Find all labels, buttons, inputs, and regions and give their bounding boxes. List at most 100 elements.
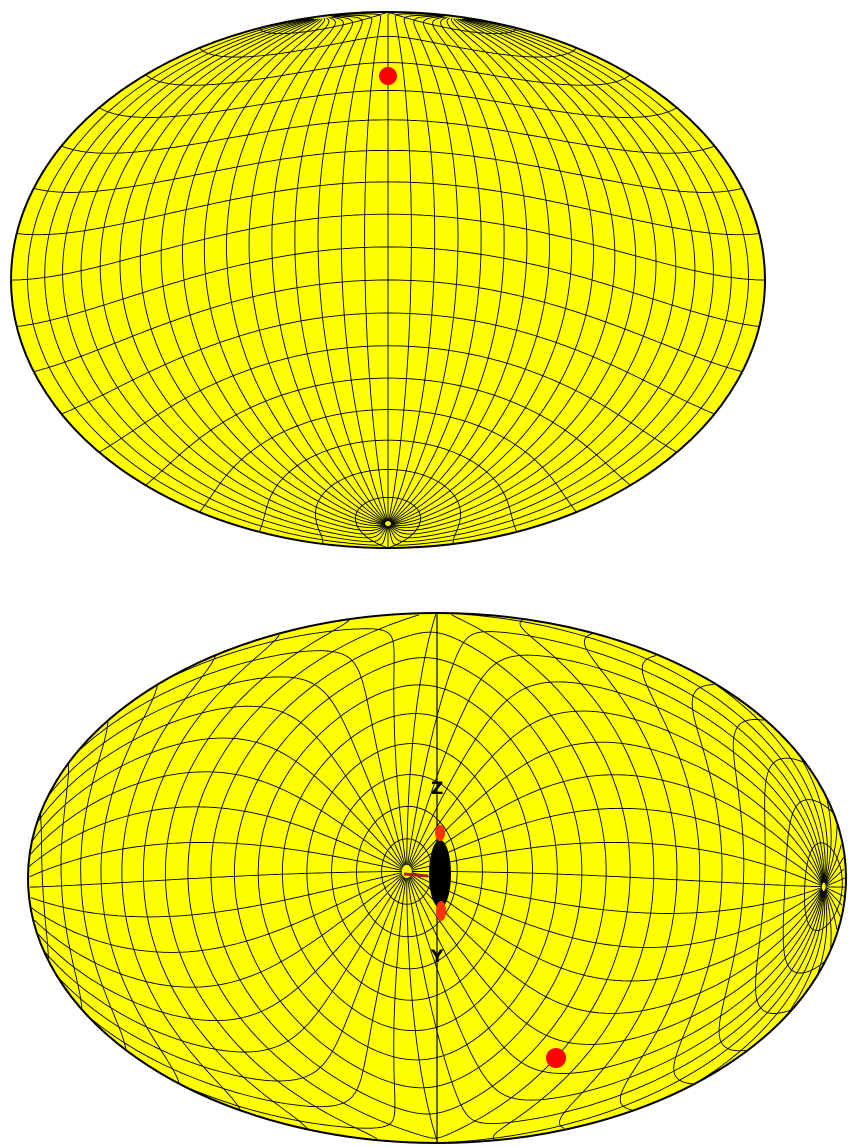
meridian-line — [411, 872, 823, 914]
meridian-line — [76, 650, 828, 883]
top-pole-marker — [379, 67, 397, 85]
red-blob-bottom — [436, 901, 446, 921]
meridian-line — [182, 877, 825, 1129]
meridian-line — [390, 18, 657, 529]
parallel-line — [61, 312, 715, 415]
top-grid — [11, 12, 765, 548]
parallel-line — [381, 838, 433, 905]
meridian-line — [30, 873, 843, 953]
meridian-line — [119, 18, 386, 529]
meridian-line — [28, 806, 845, 886]
parallel-line — [331, 774, 483, 970]
meridian-line — [406, 613, 825, 883]
meridian-line — [389, 16, 482, 522]
meridian-line — [335, 13, 388, 522]
meridian-line — [407, 877, 824, 1125]
bottom-ellipse-outline — [27, 612, 847, 1144]
meridian-line — [411, 873, 823, 948]
parallel-line — [98, 345, 678, 453]
parallel-line — [145, 377, 631, 486]
parallel-line — [164, 619, 655, 1141]
meridian-line — [58, 877, 828, 1082]
meridian-line — [317, 15, 387, 522]
parallel-line — [355, 496, 421, 548]
y-axis-label: Y — [430, 947, 444, 967]
bottom-panel: Z Y — [27, 612, 847, 1144]
parallel-line — [61, 119, 715, 154]
meridian-line — [32, 737, 842, 885]
meridian-line — [99, 18, 386, 532]
meridian-line — [411, 871, 822, 888]
parallel-line — [98, 90, 678, 118]
parallel-line — [142, 632, 678, 1130]
meridian-line — [390, 18, 594, 524]
meridian-line — [388, 14, 442, 522]
meridian-line — [410, 875, 823, 1014]
meridian-line — [410, 741, 823, 885]
meridian-line — [30, 771, 844, 885]
center-singularity: Z Y — [403, 779, 451, 967]
meridian-line — [390, 18, 573, 524]
meridian-line — [38, 705, 838, 884]
meridian-line — [409, 710, 824, 884]
meridian-line — [411, 807, 823, 886]
parallel-line — [233, 657, 583, 1089]
parallel-line — [199, 409, 577, 513]
meridian-line — [203, 18, 386, 524]
meridian-line — [390, 16, 528, 523]
meridian-line — [390, 17, 550, 524]
meridian-line — [44, 18, 388, 543]
red-blob-top — [435, 825, 445, 841]
parallel-line — [80, 719, 764, 1052]
meridian-line — [271, 16, 386, 523]
meridian-line — [388, 18, 732, 543]
meridian-line — [410, 774, 823, 885]
parallel-line — [121, 655, 701, 1111]
meridian-line — [48, 676, 832, 884]
meridian-line — [168, 628, 826, 883]
meridian-line — [408, 876, 824, 1074]
parallel-line — [60, 757, 805, 1014]
parallel-line — [210, 631, 607, 1115]
parallel-line — [804, 842, 843, 931]
meridian-line — [411, 841, 823, 887]
meridian-line — [389, 15, 459, 522]
parallel-line — [33, 279, 743, 373]
meridian-line — [390, 18, 677, 532]
meridian-line — [389, 18, 696, 535]
parallel-line — [315, 469, 461, 545]
meridian-line — [37, 875, 838, 1022]
red-tick-left — [403, 872, 429, 878]
parallel-line — [187, 613, 631, 1139]
meridian-line — [45, 876, 832, 1053]
z-axis-label: Z — [431, 779, 443, 799]
parallel-line — [16, 246, 760, 327]
meridian-line — [34, 874, 841, 988]
parallel-line — [258, 12, 518, 35]
parallel-line — [11, 213, 765, 281]
center-dense-core — [429, 840, 451, 908]
meridian-line — [388, 17, 749, 546]
meridian-line — [248, 16, 386, 523]
parallel-line — [258, 439, 518, 533]
meridian-line — [62, 18, 387, 539]
meridian-line — [390, 16, 505, 523]
meridian-line — [29, 842, 845, 887]
meridian-line — [390, 18, 637, 526]
meridian-line — [160, 18, 386, 525]
meridian-line — [334, 14, 388, 522]
parallel-line — [39, 799, 833, 974]
parallel-line — [306, 743, 508, 1001]
parallel-line — [100, 684, 723, 1085]
parallel-line — [145, 62, 631, 86]
meridian-line — [91, 877, 826, 1108]
meridian-line — [409, 876, 823, 1045]
bottom-grid — [28, 613, 845, 1143]
bottom-point-marker — [546, 1048, 566, 1068]
parallel-line — [199, 35, 577, 58]
meridian-line — [408, 681, 824, 884]
parallel-line — [257, 684, 558, 1061]
meridian-line — [226, 17, 386, 524]
parallel-line — [33, 149, 743, 193]
